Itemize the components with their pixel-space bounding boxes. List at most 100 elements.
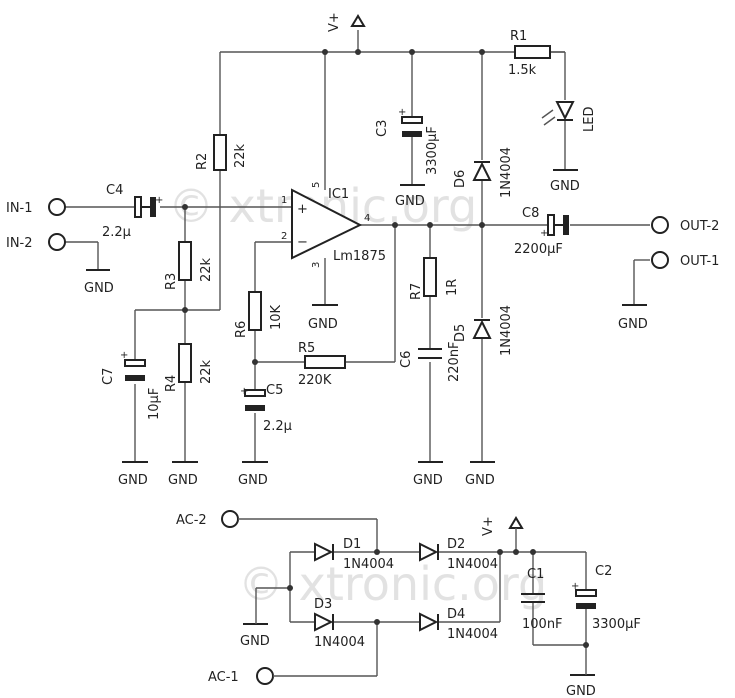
- svg-text:GND: GND: [566, 684, 596, 698]
- svg-text:LED: LED: [582, 107, 597, 132]
- svg-text:D3: D3: [314, 597, 332, 612]
- svg-text:R1: R1: [510, 29, 527, 44]
- svg-text:C6: C6: [399, 351, 414, 368]
- led: LED: [541, 101, 597, 132]
- resistor-r1: R1 1.5k: [508, 29, 551, 78]
- svg-text:+: +: [297, 202, 308, 217]
- port-in2[interactable]: IN-2: [6, 233, 66, 251]
- svg-text:1N4004: 1N4004: [447, 627, 498, 642]
- svg-text:V+: V+: [481, 516, 496, 536]
- capacitor-c8: + C8 2200µF: [514, 206, 569, 257]
- capacitor-c1: C1 100nF: [521, 567, 563, 632]
- svg-text:1N4004: 1N4004: [499, 147, 514, 198]
- port-ac2[interactable]: AC-2: [176, 510, 239, 528]
- ic1-ref: IC1: [328, 187, 349, 202]
- svg-text:1N4004: 1N4004: [447, 557, 498, 572]
- svg-text:V+: V+: [327, 12, 342, 32]
- svg-text:GND: GND: [168, 473, 198, 488]
- svg-text:R4: R4: [164, 375, 179, 392]
- svg-text:22k: 22k: [199, 257, 214, 282]
- vplus-symbol-top: V+: [327, 12, 366, 32]
- capacitor-c2: + C2 3300µF: [571, 564, 641, 632]
- port-in1[interactable]: IN-1: [6, 198, 66, 216]
- svg-text:R5: R5: [298, 341, 315, 356]
- svg-text:GND: GND: [240, 634, 270, 649]
- diode-d3: D3 1N4004: [314, 597, 365, 650]
- svg-text:D5: D5: [453, 324, 468, 342]
- resistor-r5: R5 220K: [298, 341, 346, 388]
- svg-text:C1: C1: [527, 567, 544, 582]
- svg-text:AC-2: AC-2: [176, 513, 207, 528]
- svg-text:C7: C7: [101, 368, 116, 385]
- diode-d2: D2 1N4004: [419, 537, 498, 572]
- port-out1[interactable]: OUT-1: [651, 251, 719, 269]
- resistor-r6: R6 10K: [234, 291, 284, 338]
- svg-text:+: +: [120, 350, 128, 361]
- capacitor-c4: + C4 2.2µ: [102, 183, 163, 240]
- resistor-r4: R4 22k: [164, 343, 214, 392]
- svg-text:2.2µ: 2.2µ: [263, 419, 292, 434]
- gnd-d5: GND: [465, 461, 495, 488]
- svg-text:4: 4: [364, 213, 370, 224]
- svg-text:2: 2: [281, 231, 287, 242]
- svg-text:10µF: 10µF: [147, 388, 162, 420]
- svg-text:3300µF: 3300µF: [592, 617, 641, 632]
- svg-text:R2: R2: [195, 153, 210, 170]
- gnd-c6: GND: [413, 461, 443, 488]
- gnd-ic: GND: [308, 304, 338, 332]
- svg-text:GND: GND: [395, 194, 425, 209]
- svg-text:22k: 22k: [199, 359, 214, 384]
- junctions-power-supply: [287, 549, 589, 648]
- svg-text:1N4004: 1N4004: [343, 557, 394, 572]
- svg-text:IN-1: IN-1: [6, 201, 33, 216]
- resistor-r2: R2 22k: [195, 134, 248, 171]
- svg-text:+: +: [398, 107, 406, 118]
- svg-text:1N4004: 1N4004: [499, 305, 514, 356]
- svg-text:+: +: [155, 195, 163, 206]
- gnd-psu-caps: GND: [566, 674, 596, 698]
- svg-text:+: +: [571, 581, 579, 592]
- svg-text:GND: GND: [118, 473, 148, 488]
- port-ac1[interactable]: AC-1: [208, 667, 274, 685]
- capacitor-c5: + C5 2.2µ: [240, 383, 292, 434]
- gnd-c7: GND: [118, 461, 148, 488]
- svg-text:3: 3: [311, 262, 322, 268]
- gnd-out1: GND: [618, 304, 648, 332]
- port-out2[interactable]: OUT-2: [651, 216, 719, 234]
- svg-text:+: +: [540, 228, 548, 239]
- diode-d5: D5 1N4004: [453, 305, 514, 356]
- svg-text:GND: GND: [308, 317, 338, 332]
- svg-text:1N4004: 1N4004: [314, 635, 365, 650]
- svg-text:220nF: 220nF: [447, 341, 462, 382]
- svg-text:D6: D6: [453, 170, 468, 188]
- svg-text:−: −: [297, 235, 308, 250]
- svg-text:220K: 220K: [298, 373, 332, 388]
- ic1-opamp: + − 1 2 4 5 3 IC1 Lm1875: [281, 182, 386, 268]
- svg-text:1.5k: 1.5k: [508, 63, 537, 78]
- svg-text:D2: D2: [447, 537, 465, 552]
- svg-text:GND: GND: [84, 281, 114, 296]
- resistor-r3: R3 22k: [164, 241, 214, 290]
- resistor-r7: R7 1R: [409, 257, 460, 300]
- svg-text:GND: GND: [550, 179, 580, 194]
- svg-text:C8: C8: [522, 206, 539, 221]
- svg-text:3300µF: 3300µF: [425, 126, 440, 175]
- diode-d4: D4 1N4004: [419, 607, 498, 642]
- svg-text:1R: 1R: [445, 279, 460, 296]
- svg-text:GND: GND: [238, 473, 268, 488]
- svg-text:10K: 10K: [269, 304, 284, 330]
- svg-text:2200µF: 2200µF: [514, 242, 563, 257]
- gnd-c3: GND: [395, 184, 425, 209]
- svg-text:1: 1: [281, 195, 287, 206]
- svg-text:100nF: 100nF: [522, 617, 563, 632]
- svg-text:C3: C3: [375, 120, 390, 137]
- svg-text:R6: R6: [234, 321, 249, 338]
- svg-text:R7: R7: [409, 283, 424, 300]
- svg-text:AC-1: AC-1: [208, 670, 239, 685]
- gnd-led: GND: [550, 169, 580, 194]
- svg-text:D1: D1: [343, 537, 361, 552]
- svg-text:R3: R3: [164, 273, 179, 290]
- capacitor-c7: + C7 10µF: [101, 350, 162, 420]
- svg-text:GND: GND: [413, 473, 443, 488]
